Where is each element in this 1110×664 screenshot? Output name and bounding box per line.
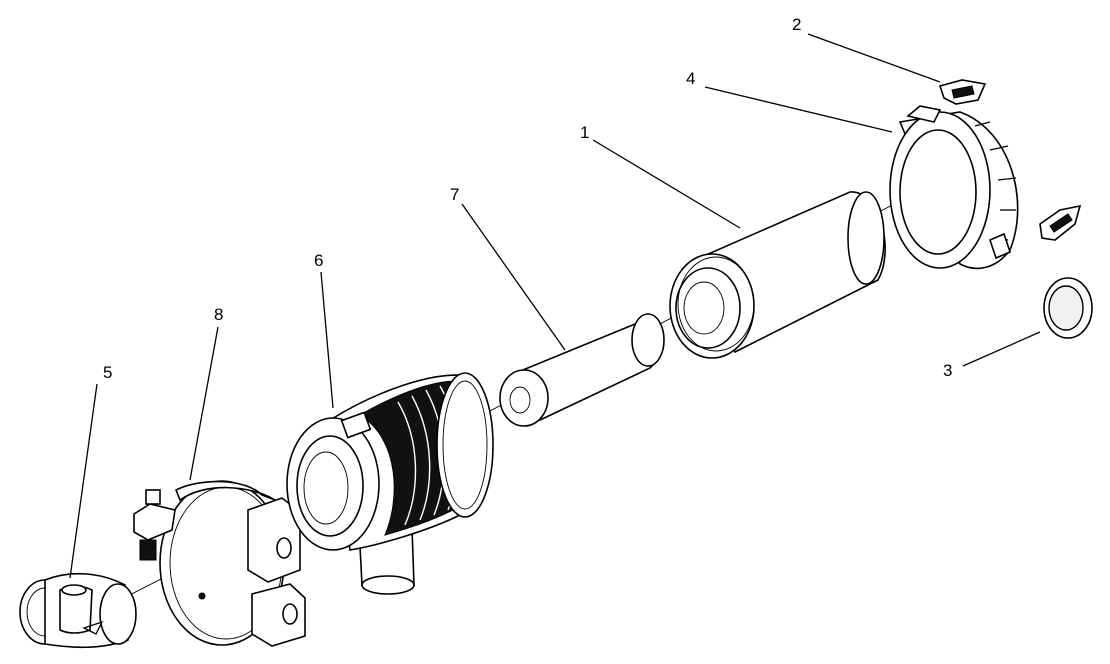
callout-8: 8 bbox=[214, 305, 223, 324]
part-8-clamp bbox=[133, 480, 306, 647]
part-1-filter-element bbox=[669, 191, 886, 359]
callout-4: 4 bbox=[686, 69, 695, 88]
callout-6: 6 bbox=[314, 251, 323, 270]
part-3-ring bbox=[1043, 277, 1093, 339]
part-7-inner-tube bbox=[499, 313, 665, 427]
callout-7: 7 bbox=[450, 185, 459, 204]
callout-3: 3 bbox=[943, 361, 952, 380]
callout-5: 5 bbox=[103, 363, 112, 382]
part-6-housing bbox=[286, 372, 494, 595]
part-4-cover bbox=[889, 105, 1019, 270]
part-2-latch-clips bbox=[938, 79, 1082, 241]
callout-labels: 1 2 3 4 5 6 7 8 bbox=[103, 15, 952, 382]
callout-1: 1 bbox=[580, 123, 589, 142]
part-5-elbow bbox=[19, 572, 137, 649]
callout-2: 2 bbox=[792, 15, 801, 34]
leader-lines bbox=[69, 33, 1041, 579]
